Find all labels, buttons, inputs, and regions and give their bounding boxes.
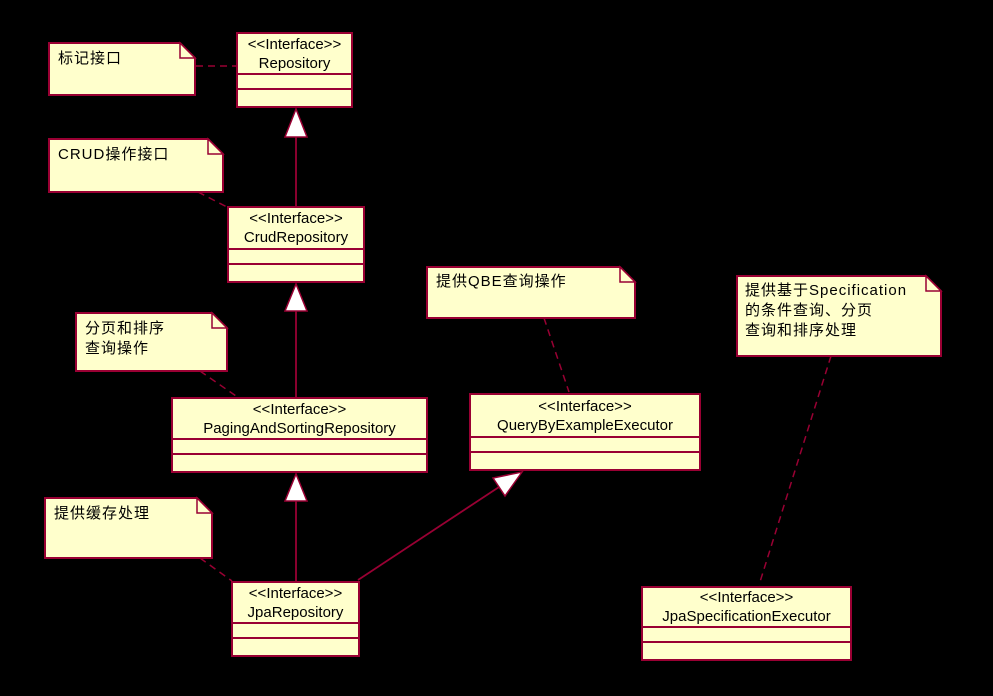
- note-shape-cache[interactable]: [44, 496, 214, 559]
- operations-compartment: [173, 453, 426, 471]
- class-stereotype: <<Interface>>: [249, 210, 343, 227]
- class-repository[interactable]: <<Interface>> Repository: [236, 32, 353, 108]
- attributes-compartment: [173, 438, 426, 453]
- note-shape-spec[interactable]: [736, 274, 943, 357]
- note-text-spec: 提供基于Specification 的条件查询、分页 查询和排序处理: [745, 282, 908, 339]
- class-stereotype: <<Interface>>: [248, 584, 343, 602]
- class-name: PagingAndSortingRepository: [203, 419, 396, 437]
- attributes-compartment: [643, 626, 850, 641]
- class-title: <<Interface>> JpaSpecificationExecutor: [643, 588, 850, 626]
- class-query-by-example-executor[interactable]: <<Interface>> QueryByExampleExecutor: [469, 393, 701, 471]
- generalization-arrow-qbe: [491, 470, 524, 498]
- class-name: CrudRepository: [243, 229, 349, 246]
- class-title: <<Interface>> PagingAndSortingRepository: [173, 399, 426, 438]
- note-connector-crud[interactable]: [197, 191, 228, 208]
- class-title: <<Interface>> CrudRepository: [229, 208, 363, 248]
- class-stereotype: <<Interface>>: [247, 35, 342, 53]
- class-name: JpaRepository: [247, 603, 344, 621]
- attributes-compartment: [238, 73, 351, 88]
- class-title: <<Interface>> Repository: [238, 34, 351, 73]
- attributes-compartment: [229, 248, 363, 263]
- note-connector-qbe[interactable]: [543, 317, 570, 393]
- class-jpa-specification-executor[interactable]: <<Interface>> JpaSpecificationExecutor: [641, 586, 852, 661]
- note-text-marker: 标记接口: [58, 50, 123, 67]
- class-title: <<Interface>> JpaRepository: [233, 583, 358, 622]
- note-text-crud: CRUD操作接口: [58, 146, 170, 163]
- class-stereotype: <<Interface>>: [538, 397, 632, 415]
- note-shape-crud[interactable]: [48, 137, 225, 193]
- note-connector-spec[interactable]: [758, 355, 832, 586]
- class-paging-and-sorting-repository[interactable]: <<Interface>> PagingAndSortingRepository: [171, 397, 428, 473]
- class-stereotype: <<Interface>>: [252, 400, 347, 418]
- note-connector-cache[interactable]: [199, 557, 233, 582]
- generalization-arrow-repository: [283, 106, 309, 138]
- class-jpa-repository[interactable]: <<Interface>> JpaRepository: [231, 581, 360, 657]
- class-title: <<Interface>> QueryByExampleExecutor: [471, 395, 699, 436]
- class-name: Repository: [258, 54, 331, 72]
- class-crud-repository[interactable]: <<Interface>> CrudRepository: [227, 206, 365, 283]
- attributes-compartment: [233, 622, 358, 637]
- note-text-paging: 分页和排序 查询操作: [85, 320, 166, 357]
- note-shape-qbe[interactable]: [426, 265, 637, 319]
- operations-compartment: [643, 641, 850, 659]
- generalization-jpa-to-qbe[interactable]: [357, 486, 500, 581]
- attributes-compartment: [471, 436, 699, 451]
- operations-compartment: [229, 263, 363, 281]
- class-name: QueryByExampleExecutor: [497, 416, 673, 434]
- operations-compartment: [471, 451, 699, 469]
- note-shape-marker[interactable]: [48, 41, 197, 96]
- note-text-qbe: 提供QBE查询操作: [436, 273, 567, 290]
- note-shape-paging[interactable]: [75, 311, 229, 372]
- class-stereotype: <<Interface>>: [699, 589, 794, 606]
- note-connector-paging[interactable]: [199, 370, 237, 397]
- operations-compartment: [233, 637, 358, 655]
- generalization-arrow-crud: [283, 282, 309, 312]
- note-text-cache: 提供缓存处理: [54, 505, 151, 522]
- generalization-arrow-paging: [283, 472, 309, 502]
- operations-compartment: [238, 88, 351, 106]
- class-name: JpaSpecificationExecutor: [662, 608, 831, 625]
